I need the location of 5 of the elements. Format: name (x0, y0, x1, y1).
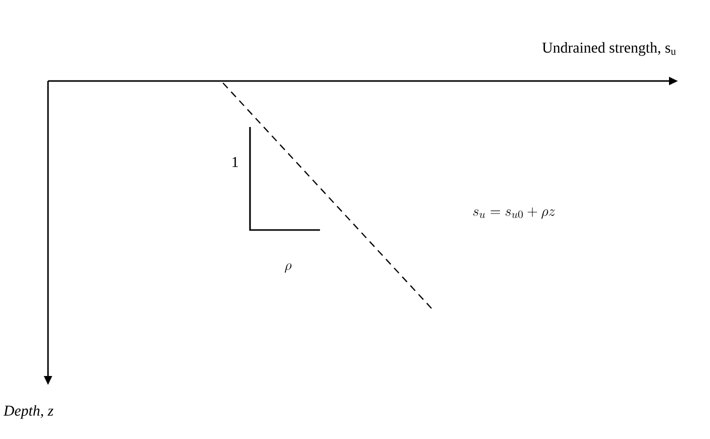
formula: $s_u = s_{u0} + \rho z$ (473, 207, 555, 219)
slope-label: 1 (232, 157, 238, 167)
axis-label: Depth, z (3, 405, 54, 419)
slope-label: $\rho$ (284, 263, 292, 273)
axis-label: Undrained strength, s$_{u}$ (542, 42, 676, 56)
